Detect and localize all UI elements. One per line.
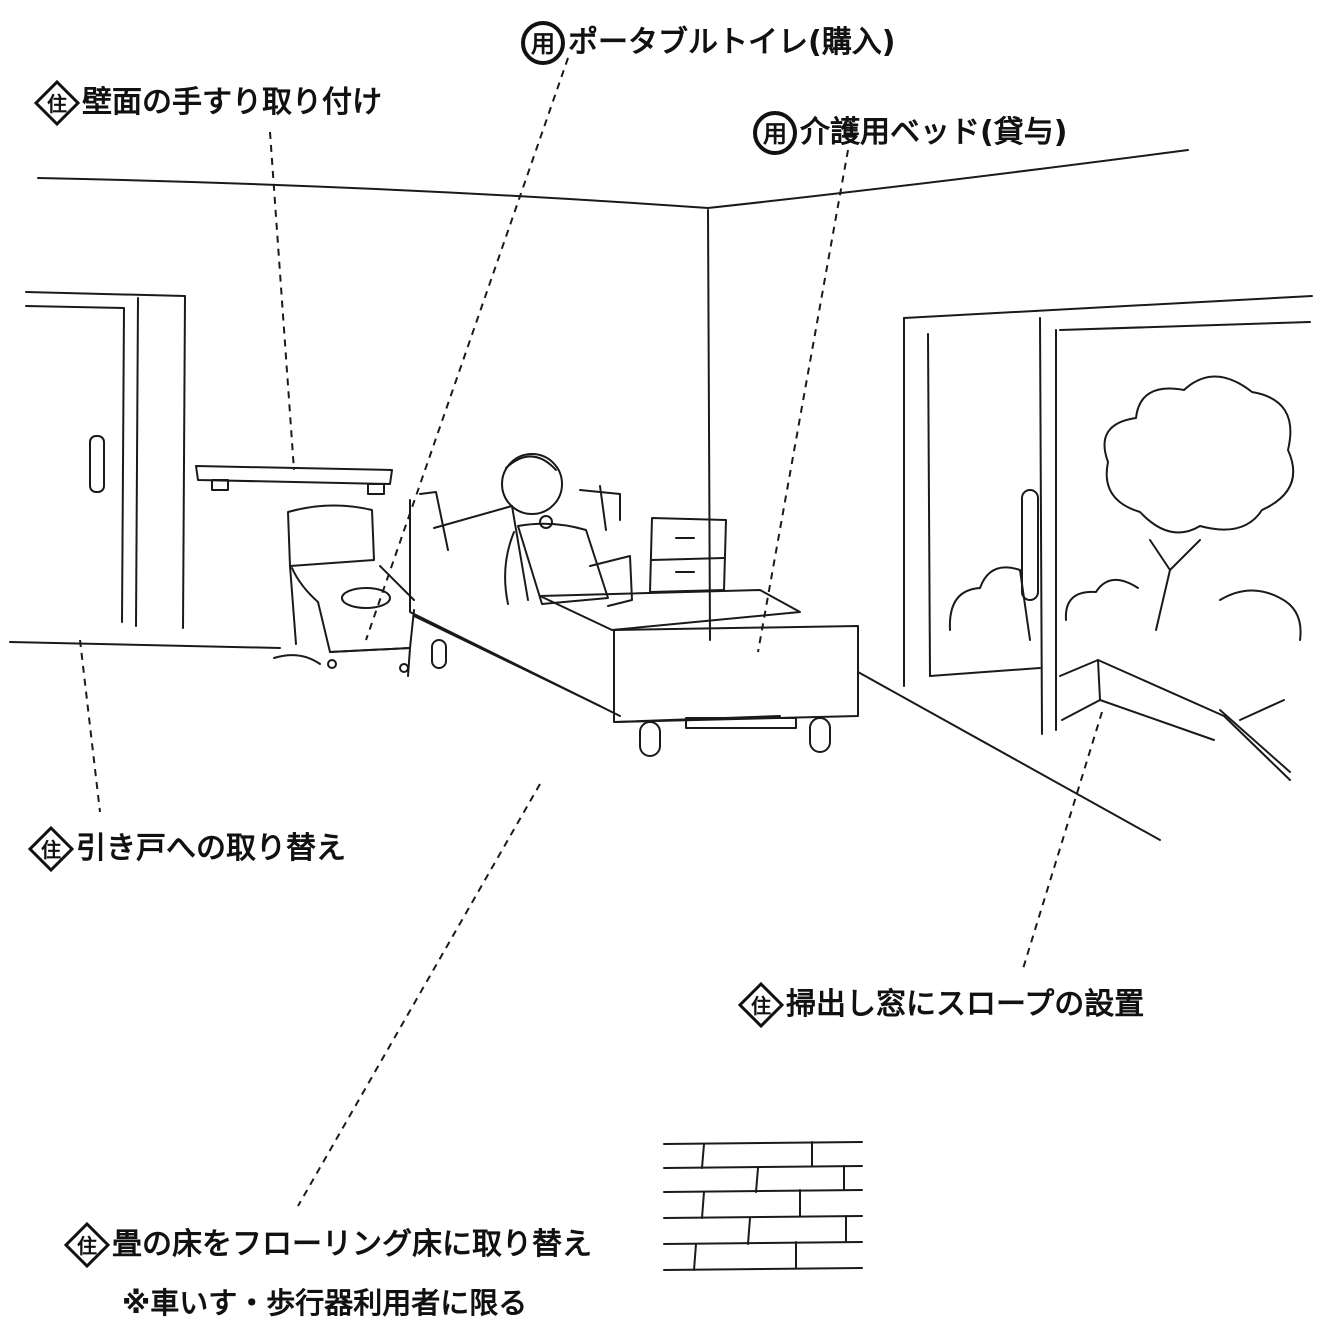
- flooring-label: 住 畳の床をフローリング床に取り替え: [64, 1222, 592, 1268]
- circle-badge-icon: 用: [753, 111, 797, 155]
- leader-window-slope: [1021, 711, 1103, 973]
- diamond-badge-icon: 住: [34, 80, 80, 126]
- window-slope-label: 住 掃出し窓にスロープの設置: [738, 982, 1144, 1028]
- circle-badge-icon: 用: [521, 21, 565, 65]
- sliding-door: [25, 291, 186, 629]
- diamond-badge-icon: 住: [738, 982, 784, 1028]
- wall-handrail: [195, 465, 393, 495]
- leader-wall-handrail: [269, 131, 295, 471]
- sliding-door-text: 引き戸への取り替え: [76, 831, 346, 866]
- window-slope-text: 掃出し窓にスロープの設置: [786, 987, 1145, 1022]
- badge-text: 住: [47, 92, 67, 116]
- care-bed-label: 用 介護用ベッド(貸与): [752, 110, 1067, 156]
- sliding-door-label: 住 引き戸への取り替え: [28, 826, 346, 872]
- care-bed-text: 介護用ベッド(貸与): [800, 115, 1068, 150]
- room-walls: [9, 149, 1189, 841]
- diamond-badge-icon: 住: [28, 826, 74, 872]
- bedside-cabinet: [649, 517, 727, 593]
- leader-sliding-door: [79, 639, 101, 813]
- sliding-window: [903, 295, 1313, 735]
- leader-care-bed: [757, 149, 849, 653]
- diamond-badge-icon: 住: [64, 1222, 110, 1268]
- badge-text: 住: [77, 1234, 97, 1258]
- window-slope: [1059, 659, 1291, 781]
- person-on-bed: [501, 453, 633, 607]
- leader-lines: [79, 57, 1103, 1207]
- flooring-note: ※車いす・歩行器利用者に限る: [122, 1286, 528, 1320]
- wall-handrail-label: 住 壁面の手すり取り付け: [34, 80, 382, 126]
- badge-text: 用: [763, 120, 787, 148]
- leader-portable-toilet: [365, 57, 569, 641]
- wall-handrail-text: 壁面の手すり取り付け: [82, 85, 382, 120]
- flooring-sample: [663, 1141, 863, 1271]
- badge-text: 用: [531, 30, 555, 58]
- portable-toilet-label: 用 ポータブルトイレ(購入): [520, 20, 895, 66]
- portable-toilet-text: ポータブルトイレ(購入): [568, 25, 896, 60]
- flooring-text: 畳の床をフローリング床に取り替え: [112, 1227, 592, 1262]
- care-bed: [409, 485, 859, 757]
- badge-text: 住: [751, 994, 771, 1018]
- leader-flooring: [297, 783, 541, 1207]
- portable-toilet: [273, 504, 415, 677]
- garden-tree: [948, 375, 1302, 641]
- badge-text: 住: [41, 838, 61, 862]
